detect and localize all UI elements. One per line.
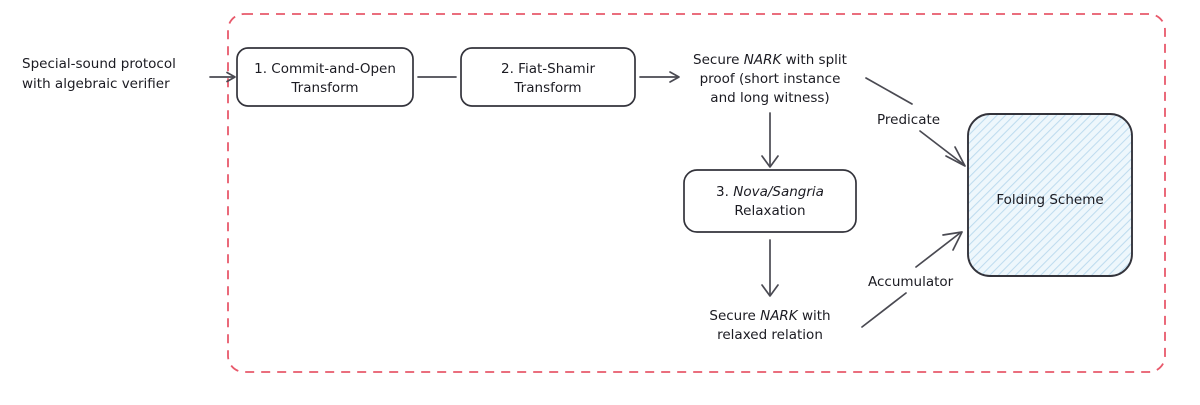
folding-scheme-node[interactable]: Folding Scheme: [967, 113, 1133, 277]
pipeline-container-boundary: [227, 13, 1166, 373]
note-relaxed-line1: Secure NARK with: [709, 308, 830, 324]
note-split-proof-line1: Secure NARK with split: [693, 52, 847, 68]
arrow-step3-to-relaxed-note: [761, 239, 779, 297]
step-fiat-shamir[interactable]: 2. Fiat-Shamir Transform: [460, 47, 636, 107]
step-fiat-shamir-shape: [460, 47, 636, 107]
folding-scheme-shape: [967, 113, 1133, 277]
note-relaxed-emphasis: NARK: [760, 308, 799, 324]
step-commit-and-open[interactable]: 1. Commit-and-Open Transform: [236, 47, 414, 107]
arrow-predicate-to-folding: [865, 77, 966, 167]
note-relaxed-line2: relaxed relation: [717, 327, 823, 343]
input-caption: Special-sound protocol with algebraic ve…: [22, 56, 176, 92]
note-split-proof-pre: Secure: [693, 52, 744, 68]
note-secure-nark-split-proof: Secure NARK with split proof (short inst…: [693, 52, 847, 106]
step-commit-and-open-line2: Transform: [290, 80, 358, 96]
step-nova-sangria[interactable]: 3. Nova/Sangria Relaxation: [683, 169, 857, 233]
step-commit-and-open-line1: 1. Commit-and-Open: [254, 61, 396, 77]
arrow-nark-note-to-step3: [761, 112, 779, 168]
note-split-proof-line2: proof (short instance: [700, 71, 841, 87]
step-nova-sangria-prefix: 3.: [716, 184, 733, 200]
step-nova-sangria-line1: 3. Nova/Sangria: [716, 184, 824, 200]
note-split-proof-line3: and long witness): [710, 90, 829, 106]
note-secure-nark-relaxed: Secure NARK with relaxed relation: [709, 308, 830, 343]
step-fiat-shamir-line1: 2. Fiat-Shamir: [501, 61, 595, 77]
edge-label-accumulator: Accumulator: [868, 274, 954, 290]
arrow-input-to-step1: [209, 71, 236, 83]
folding-scheme-label: Folding Scheme: [996, 192, 1103, 208]
step-nova-sangria-shape: [683, 169, 857, 233]
step-nova-sangria-line2: Relaxation: [734, 203, 805, 219]
arrow-step1-to-step2: [417, 71, 457, 78]
input-caption-line1: Special-sound protocol: [22, 56, 176, 72]
step-fiat-shamir-line2: Transform: [513, 80, 581, 96]
note-split-proof-post: with split: [781, 52, 847, 68]
arrow-accumulator-to-folding: [861, 231, 963, 328]
step-commit-and-open-shape: [236, 47, 414, 107]
edge-label-predicate: Predicate: [877, 112, 940, 128]
note-relaxed-pre: Secure: [709, 308, 760, 324]
input-caption-line2: with algebraic verifier: [22, 76, 170, 92]
arrow-step2-to-nark-note: [639, 71, 680, 83]
step-nova-sangria-emphasis: Nova/Sangria: [733, 184, 824, 200]
note-split-proof-emphasis: NARK: [744, 52, 783, 68]
note-relaxed-post: with: [798, 308, 831, 324]
